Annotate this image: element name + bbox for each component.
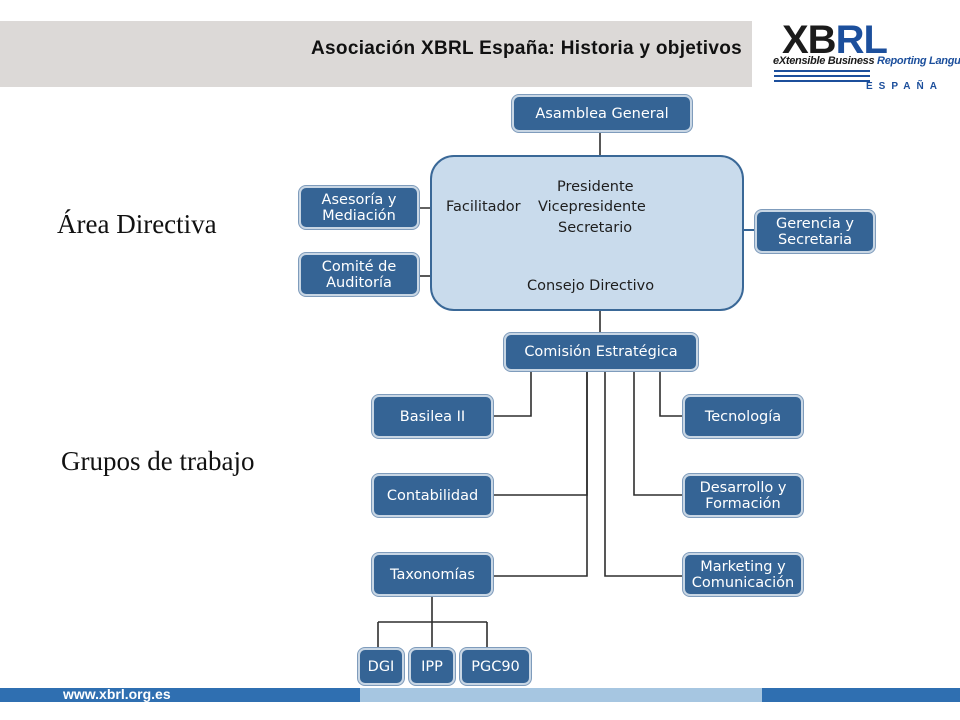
node-comite-auditoria: Comité de Auditoría	[299, 253, 419, 296]
node-comision-estrategica: Comisión Estratégica	[504, 333, 698, 371]
logo-tagline-part2: Reporting Language	[877, 55, 960, 67]
node-desarrollo-formacion: Desarrollo y Formación	[683, 474, 803, 517]
footer-segment-left	[0, 688, 360, 702]
connector-tecnologia	[659, 370, 685, 417]
connector-contabilidad	[491, 370, 588, 496]
council-box	[430, 155, 744, 311]
area-directiva-label: Área Directiva	[57, 209, 217, 239]
header-band: Asociación XBRL España: Historia y objet…	[0, 21, 752, 87]
grupos-trabajo-label: Grupos de trabajo	[61, 446, 255, 476]
page-title: Asociación XBRL España: Historia y objet…	[311, 38, 742, 59]
footer-band: www.xbrl.org.es	[0, 686, 960, 702]
logo-stripes	[774, 70, 870, 88]
connector-taxonomias	[491, 370, 588, 577]
node-basilea-ii: Basilea II	[372, 395, 493, 438]
footer-url-link[interactable]: www.xbrl.org.es	[63, 686, 171, 702]
logo-word-part1: XB	[782, 18, 837, 62]
logo-tagline-part1: eXtensible Business	[773, 55, 878, 67]
node-ipp: IPP	[409, 648, 455, 685]
council-presidente: Presidente	[557, 179, 634, 195]
node-pgc90: PGC90	[460, 648, 531, 685]
logo-country: ESPAÑA	[866, 81, 943, 92]
node-contabilidad: Contabilidad	[372, 474, 493, 517]
xbrl-logo: XBRL eXtensible Business Reporting Langu…	[772, 18, 960, 98]
connector-desarrollo	[633, 370, 685, 496]
footer-segment-middle	[360, 688, 762, 702]
node-dgi: DGI	[358, 648, 404, 685]
council-facilitador: Facilitador	[446, 199, 521, 215]
footer-segment-right	[762, 688, 960, 702]
council-secretario: Secretario	[558, 220, 633, 236]
logo-tagline: eXtensible Business Reporting Language	[773, 55, 960, 67]
node-asamblea-general: Asamblea General	[512, 95, 692, 132]
node-taxonomias: Taxonomías	[372, 553, 493, 596]
connector-basilea	[491, 370, 532, 417]
council-vicepresidente: Vicepresidente	[538, 199, 646, 215]
council-consejo-directivo: Consejo Directivo	[527, 278, 655, 294]
node-tecnologia: Tecnología	[683, 395, 803, 438]
logo-word-part2: RL	[835, 18, 888, 62]
connector-marketing	[604, 370, 685, 577]
node-marketing-comunicacion: Marketing y Comunicación	[683, 553, 803, 596]
node-gerencia-secretaria: Gerencia y Secretaria	[755, 210, 875, 253]
node-asesoria-mediacion: Asesoría y Mediación	[299, 186, 419, 229]
logo-wordmark: XBRL	[782, 18, 888, 62]
